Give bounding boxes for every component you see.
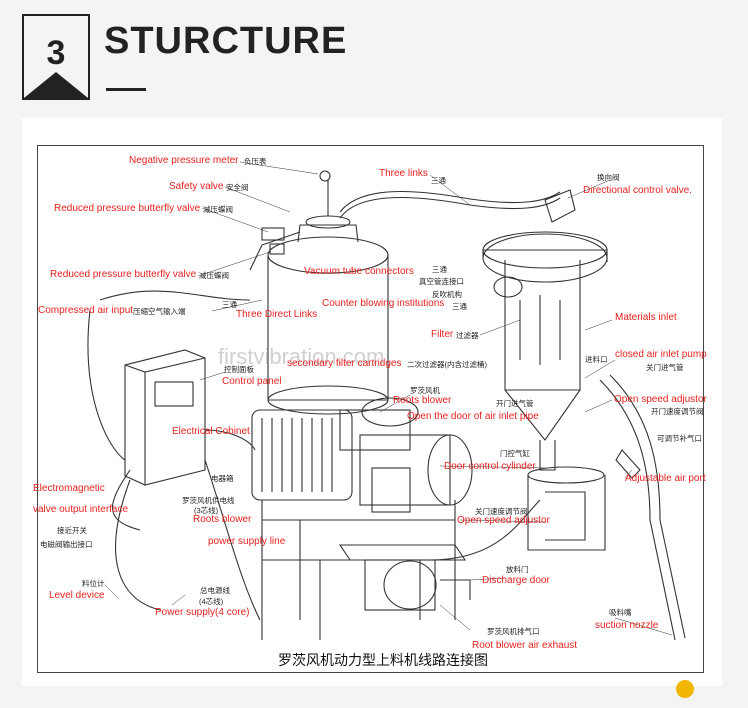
label-door-control-cylinder: Door control cylinder xyxy=(444,461,536,472)
label-cn-anquanfa: 安全阀 xyxy=(226,183,249,192)
label-cn-xiliaozui: 吸料嘴 xyxy=(609,608,632,617)
label-cn-gongdianxian: 罗茨风机供电线 xyxy=(182,496,235,505)
label-cn-kaimen-jinqiguan: 开门进气管 xyxy=(496,399,534,408)
label-three-links: Three links xyxy=(379,168,428,179)
label-compressed-air-input: Compressed air input xyxy=(38,305,134,316)
label-cn-luocifengji-1: 罗茨风机 xyxy=(410,386,440,395)
label-suction-nozzle: suction nozzle xyxy=(595,620,659,631)
label-cn-xinxian-4: (4芯线) xyxy=(199,597,224,606)
label-cn-santong-3: 三通 xyxy=(432,265,447,274)
corner-triangle-icon xyxy=(24,72,88,98)
label-root-blower-exhaust: Root blower air exhaust xyxy=(472,640,578,651)
title-underline xyxy=(106,88,146,91)
section-title: STURCTURE xyxy=(104,20,348,62)
label-cn-fuyabiao: 负压表 xyxy=(244,157,267,166)
label-reduced-butterfly-1: Reduced pressure butterfly valve xyxy=(54,203,201,214)
label-cn-zhenkongguan: 真空管连接口 xyxy=(419,277,464,286)
label-cn-dianqixiang: 电器箱 xyxy=(211,474,234,483)
label-power-supply: Power supply(4 core) xyxy=(155,607,250,618)
label-cn-jiejin-kaiguan: 接近开关 xyxy=(57,526,87,535)
label-level-device: Level device xyxy=(49,590,105,601)
section-number: 3 xyxy=(46,34,66,72)
label-cn-erci-lvtong: 二次过滤器(内含过滤桶) xyxy=(407,360,487,369)
label-cn-jinliaokou: 进料口 xyxy=(585,355,608,364)
label-closed-air-inlet-pump: closed air inlet pump xyxy=(615,349,707,360)
section-number-box: 3 xyxy=(22,14,90,100)
label-roots-blower-1: Roots blower xyxy=(393,395,452,406)
label-cn-jianyadiefa-1: 减压蝶阀 xyxy=(203,205,233,214)
label-cn-fangliaomen: 放料门 xyxy=(506,565,529,574)
label-cn-kongzhi-mianban: 控制面板 xyxy=(224,365,254,374)
label-cn-zongdianyuan: 总电源线 xyxy=(200,586,230,595)
label-cn-guanmen-jinqiguan: 关门进气管 xyxy=(646,363,684,372)
label-directional-control-valve: Directional control valve. xyxy=(583,185,692,196)
label-cn-santong-4: 三通 xyxy=(452,302,467,311)
label-counter-blowing: Counter blowing institutions xyxy=(322,298,445,309)
label-electrical-cobinet: Electrical Cobinet xyxy=(172,426,250,437)
label-open-speed-adjustor-1: Open speed adjustor xyxy=(614,394,707,405)
label-filter: Filter xyxy=(431,329,454,340)
label-cn-jianyadiefa-2: 减压蝶阀 xyxy=(199,271,229,280)
watermark: firstvibration.com xyxy=(218,344,385,369)
label-cn-xinxian-3: (3芯线) xyxy=(194,506,219,515)
label-cn-paiqikou: 罗茨风机排气口 xyxy=(487,627,540,636)
label-power-supply-line: power supply line xyxy=(208,536,286,547)
label-control-panel: Control panel xyxy=(222,376,282,387)
label-secondary-filter: secondary filter cartridges xyxy=(287,358,402,369)
label-discharge-door: Discharge door xyxy=(482,575,550,586)
label-roots-blower-2: Roots blower xyxy=(193,514,252,525)
label-cn-kediao-buqi: 可调节补气口 xyxy=(657,434,702,443)
label-cn-santong-2: 三通 xyxy=(431,176,446,185)
label-three-direct-links: Three Direct Links xyxy=(236,309,318,320)
label-cn-liaoweiji: 料位计 xyxy=(82,579,105,588)
label-open-speed-adjustor-2: Open speed adjustor xyxy=(457,515,550,526)
label-cn-menkong-qigang: 门控气缸 xyxy=(500,449,530,458)
label-cn-guolvqi: 过滤器 xyxy=(456,331,479,340)
diagram-panel xyxy=(22,118,722,686)
label-electromagnetic-2: valve output interface xyxy=(33,504,129,515)
label-vacuum-tube-connectors: Vacuum tube connectors xyxy=(304,266,414,277)
label-cn-fanchuijigou: 反吹机构 xyxy=(432,290,462,299)
label-cn-guanmen-sudu: 关门速度调节阀 xyxy=(475,507,528,516)
label-cn-diancifa-jiekou: 电磁阀输出接口 xyxy=(40,540,93,549)
label-cn-kaimen-sudu: 开门速度调节阀 xyxy=(651,407,704,416)
diagram-frame xyxy=(37,145,704,673)
label-cn-huanxiangfa: 换向阀 xyxy=(597,173,620,182)
label-open-door-air-inlet: Open the door of air inlet pipe xyxy=(407,411,539,422)
label-safety-valve: Safety valve xyxy=(169,181,224,192)
label-cn-santong-1: 三通 xyxy=(222,300,237,309)
corner-badge-icon xyxy=(676,680,694,698)
label-reduced-butterfly-2: Reduced pressure butterfly valve xyxy=(50,269,197,280)
label-electromagnetic-1: Electromagnetic xyxy=(33,483,105,494)
diagram-caption: 罗茨风机动力型上料机线路连接图 xyxy=(278,653,488,669)
label-materials-inlet: Materials inlet xyxy=(615,312,677,323)
label-adjustable-air-port: Adjustable air port xyxy=(625,473,706,484)
label-cn-yasuokongqi: 压缩空气输入端 xyxy=(133,307,186,316)
label-negative-pressure-meter: Negative pressure meter xyxy=(129,155,239,166)
